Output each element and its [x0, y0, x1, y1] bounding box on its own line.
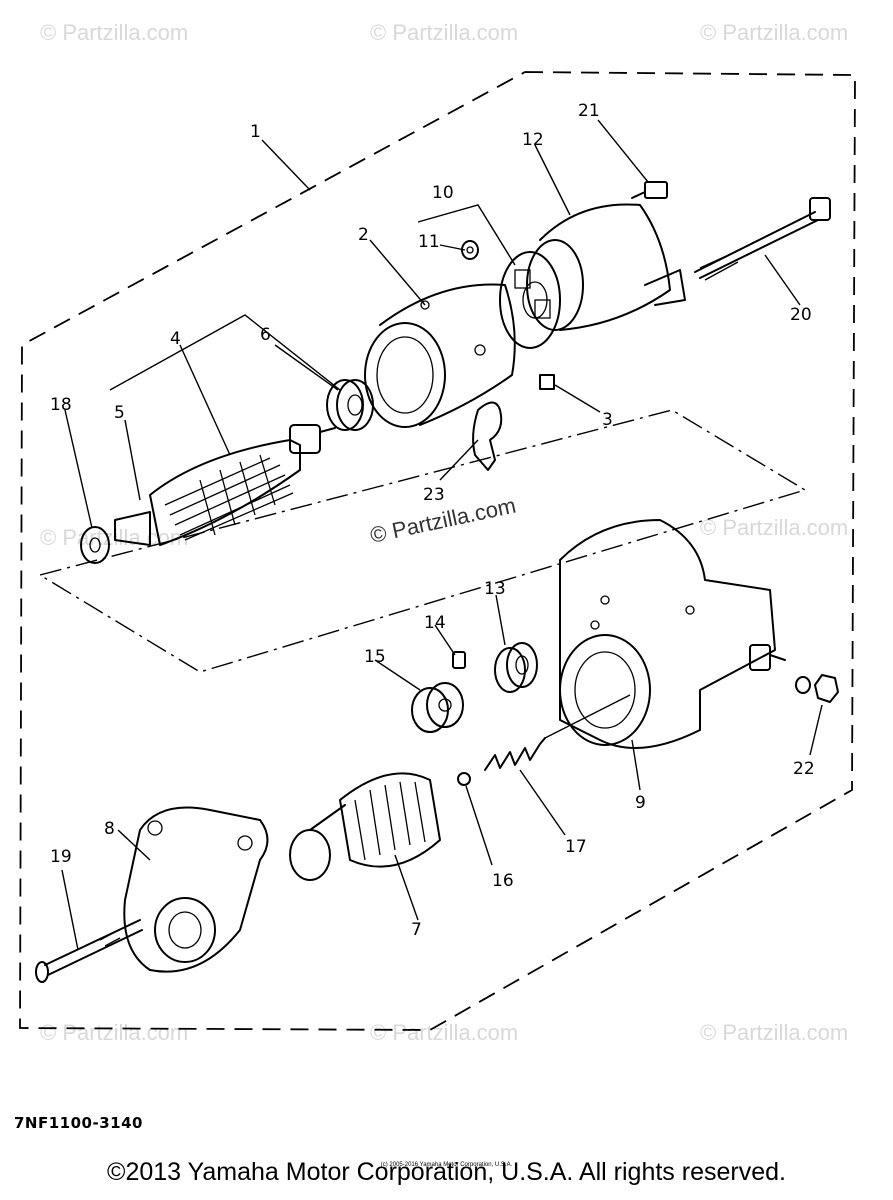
callout-6: 6 — [260, 325, 271, 345]
callout-2: 2 — [358, 225, 369, 245]
part-18-washer — [80, 526, 110, 564]
callout-labels: 1 2 3 4 5 6 7 8 9 10 11 12 13 14 15 16 1… — [50, 101, 815, 940]
callout-8: 8 — [104, 819, 115, 839]
part-7-pinion — [289, 772, 441, 881]
leader-lines — [61, 119, 823, 951]
part-19-bolt — [35, 919, 143, 983]
section-plane — [38, 409, 807, 673]
part-4-armature — [114, 424, 336, 546]
watermark-mid-right: © Partzilla.com — [700, 515, 848, 540]
part-14-pin — [452, 651, 466, 669]
callout-10: 10 — [432, 183, 454, 203]
part-13-bearing — [494, 642, 538, 693]
part-17-spring — [484, 694, 631, 771]
callout-20: 20 — [790, 305, 812, 325]
callout-1: 1 — [250, 122, 261, 142]
callout-4: 4 — [170, 329, 181, 349]
callout-21: 21 — [578, 101, 600, 121]
callout-18: 18 — [50, 395, 72, 415]
part-16-ball — [457, 772, 471, 786]
part-22-nut — [795, 674, 839, 703]
callout-17: 17 — [565, 837, 587, 857]
part-15-retainer — [411, 682, 464, 733]
diagram-reference-code: 7NF1100-3140 — [14, 1114, 143, 1132]
callout-9: 9 — [635, 793, 646, 813]
callout-3: 3 — [602, 410, 613, 430]
assembly-boundary — [19, 71, 856, 1031]
callout-22: 22 — [793, 759, 815, 779]
callout-11: 11 — [418, 232, 440, 252]
callout-12: 12 — [522, 130, 544, 150]
callout-7: 7 — [411, 920, 422, 940]
part-8-front-cover — [123, 806, 269, 973]
callout-16: 16 — [492, 871, 514, 891]
part-3-grommet — [539, 374, 555, 390]
watermark-bottom-center: © Partzilla.com — [370, 1020, 518, 1045]
watermark-bottom-right: © Partzilla.com — [700, 1020, 848, 1045]
part-10-brush-holder — [499, 251, 561, 349]
part-20-through-bolt — [694, 197, 831, 281]
part-9-housing — [559, 519, 786, 749]
callout-13: 13 — [484, 579, 506, 599]
callout-23: 23 — [423, 485, 445, 505]
watermark-bottom-left: © Partzilla.com — [40, 1020, 188, 1045]
watermark-top-right: © Partzilla.com — [700, 20, 848, 45]
copyright-notice: ©2013 Yamaha Motor Corporation, U.S.A. A… — [107, 1158, 786, 1186]
watermark-top-left: © Partzilla.com — [40, 20, 188, 45]
callout-19: 19 — [50, 847, 72, 867]
part-12-rear-cover — [526, 203, 686, 331]
part-2-yoke — [364, 283, 516, 428]
callout-14: 14 — [424, 613, 446, 633]
callout-15: 15 — [364, 647, 386, 667]
part-21-screw — [631, 181, 668, 199]
small-copyright-overlay: (c) 2005-2016 Yamaha Motor Corporation, … — [380, 1162, 513, 1168]
part-23-lead — [472, 401, 503, 471]
watermark-top-center: © Partzilla.com — [370, 20, 518, 45]
callout-5: 5 — [114, 403, 125, 423]
